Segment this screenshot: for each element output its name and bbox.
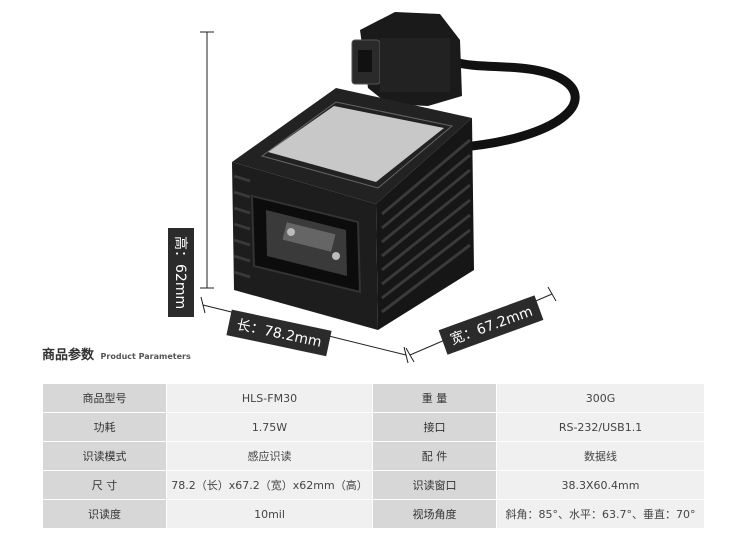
param-value: RS-232/USB1.1 [496, 412, 705, 442]
scanner-body [232, 88, 474, 330]
param-key: 尺 寸 [42, 470, 167, 500]
param-value: 300G [496, 383, 705, 413]
param-key: 功耗 [42, 412, 167, 442]
param-value: 斜角：85°、水平：63.7°、垂直：70° [496, 499, 705, 529]
table-row: 功耗 1.75W 接口 RS-232/USB1.1 [42, 412, 705, 442]
param-value: 数据线 [496, 441, 705, 471]
table-row: 商品型号 HLS-FM30 重 量 300G [42, 383, 705, 413]
param-value: 1.75W [166, 412, 373, 442]
param-value: 10mil [166, 499, 373, 529]
section-title-cn: 商品参数 [42, 348, 95, 363]
param-key: 配 件 [372, 441, 497, 471]
section-title-en: Product Parameters [100, 352, 191, 361]
usb-connector [351, 12, 462, 106]
param-key: 识读窗口 [372, 470, 497, 500]
param-key: 视场角度 [372, 499, 497, 529]
param-key: 识读度 [42, 499, 167, 529]
section-title: 商品参数 Product Parameters [42, 344, 191, 363]
table-row: 识读模式 感应识读 配 件 数据线 [42, 441, 705, 471]
table-row: 识读度 10mil 视场角度 斜角：85°、水平：63.7°、垂直：70° [42, 499, 705, 529]
height-dimension-label: 高：62mm [168, 228, 194, 318]
table-row: 尺 寸 78.2（长）x67.2（宽）x62mm（高） 识读窗口 38.3X60… [42, 470, 705, 500]
param-key: 接口 [372, 412, 497, 442]
param-value: HLS-FM30 [166, 383, 373, 413]
parameters-table: 商品型号 HLS-FM30 重 量 300G 功耗 1.75W 接口 RS-23… [42, 383, 705, 529]
param-key: 商品型号 [42, 383, 167, 413]
param-key: 识读模式 [42, 441, 167, 471]
param-key: 重 量 [372, 383, 497, 413]
param-value: 38.3X60.4mm [496, 470, 705, 500]
param-value: 感应识读 [166, 441, 373, 471]
param-value: 78.2（长）x67.2（宽）x62mm（高） [166, 470, 373, 500]
